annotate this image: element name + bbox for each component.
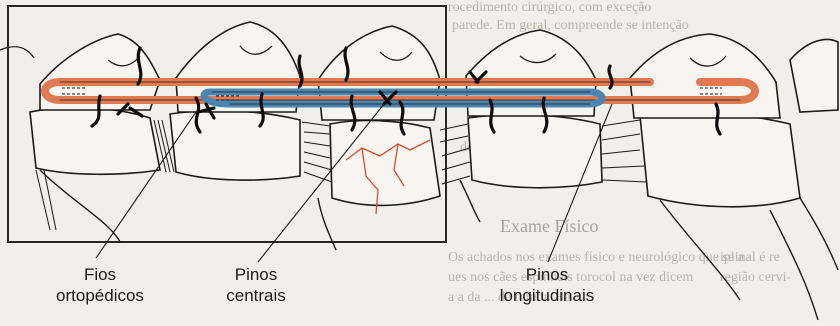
label-centrais-line2: centrais xyxy=(206,285,306,306)
vertebra-body-1 xyxy=(30,108,160,175)
spinous-process-5 xyxy=(630,34,780,118)
vertebra-body-4 xyxy=(468,115,602,188)
label-pinos-longitudinais: Pinos longitudinais xyxy=(482,264,612,306)
label-longitudinais-line2: longitudinais xyxy=(482,285,612,306)
transverse-process-right xyxy=(790,39,838,112)
vertebra-body-3 xyxy=(330,121,440,206)
label-pinos-centrais: Pinos centrais xyxy=(206,264,306,306)
label-fios-line1: Fios xyxy=(40,264,160,285)
vertebra-body-5 xyxy=(640,113,800,207)
label-centrais-line1: Pinos xyxy=(206,264,306,285)
label-fios-ortopedicos: Fios ortopédicos xyxy=(40,264,160,306)
label-fios-line2: ortopédicos xyxy=(40,285,160,306)
vertebral-bodies xyxy=(30,108,800,207)
label-longitudinais-line1: Pinos xyxy=(482,264,612,285)
